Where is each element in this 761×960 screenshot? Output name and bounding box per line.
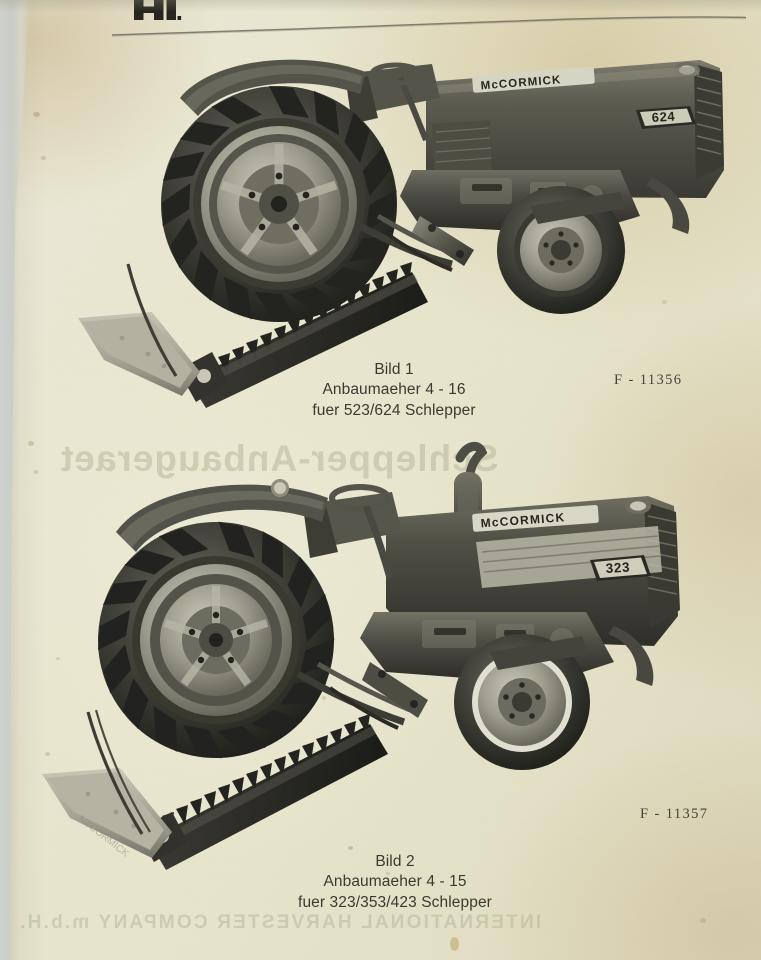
svg-text:624: 624 [651,109,676,125]
nameplate-mccormick-2: McCORMICK [472,504,599,532]
svg-text:McCORMICK: McCORMICK [480,510,566,530]
svg-text:323: 323 [605,560,630,576]
photo-bild-1: McCORMICK 624 [60,20,760,420]
caption-bild-1: Bild 1 Anbaumaeher 4 - 16 fuer 523/624 S… [284,360,504,421]
cutter-bar-1 [188,262,428,408]
swath-board-2: McCORMICK [42,768,172,860]
caption-title-1: Bild 1 [374,361,414,378]
front-wheel-1 [497,186,625,314]
photo-number-2: F - 11357 [640,806,709,822]
caption-line2-1: Anbaumaeher 4 - 16 [322,381,466,399]
caption-line2-2: Anbaumaeher 4 - 15 [323,873,467,891]
front-wheel-2 [454,634,590,770]
page-edge-top [0,0,761,12]
photo-bild-2: McCORMICK 323 [30,440,750,880]
caption-line3-2: fuer 323/353/423 Schlepper [298,893,492,911]
header-divider-rule [112,16,746,37]
model-badge-323: 323 [590,555,651,581]
caption-line3-1: fuer 523/624 Schlepper [312,401,476,419]
swath-board-1 [78,312,200,396]
rear-wheel-1 [161,86,397,322]
photo-number-1: F - 11356 [614,372,683,388]
rear-wheel-2 [98,521,335,759]
caption-bild-2: Bild 2 Anbaumaeher 4 - 15 fuer 323/353/4… [275,852,515,913]
ih-logo [134,0,182,20]
caption-title-2: Bild 2 [375,853,415,870]
model-badge-624: 624 [636,106,696,129]
